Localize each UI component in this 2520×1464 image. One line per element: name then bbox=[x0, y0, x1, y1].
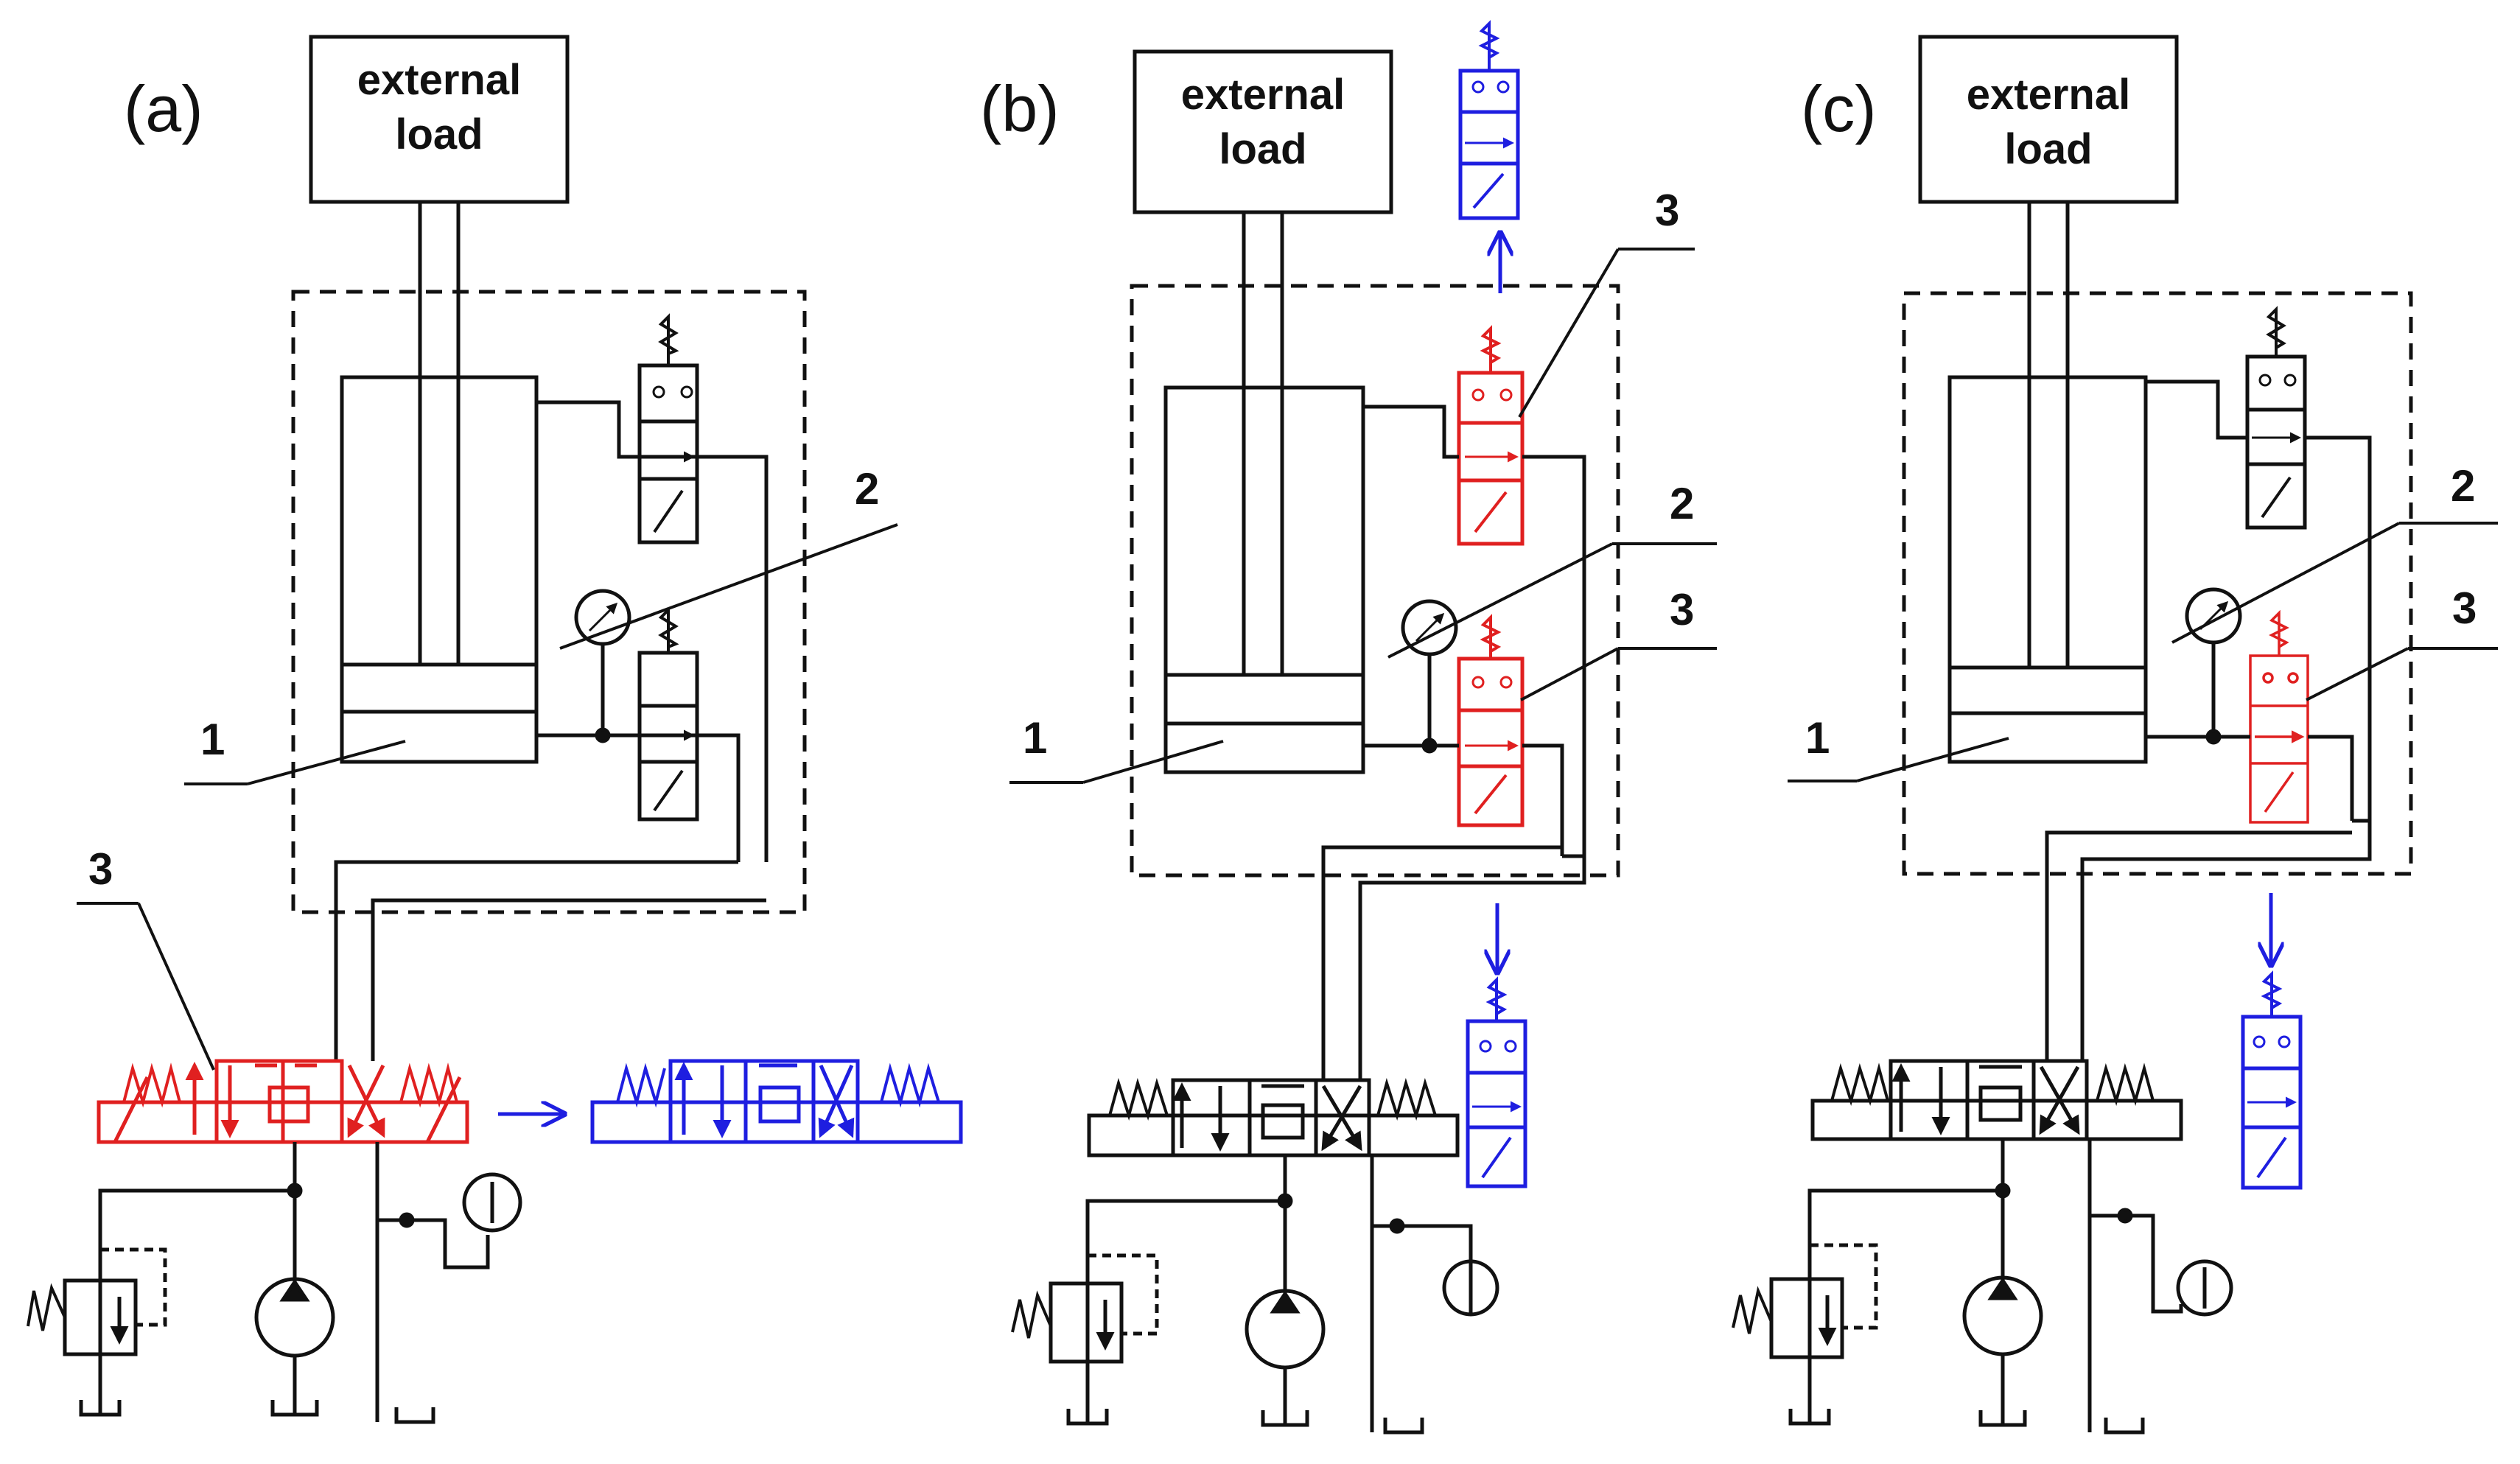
hydraulic-cylinder bbox=[340, 375, 539, 764]
supply-lines bbox=[2045, 821, 2372, 1061]
external-load-text-2: load bbox=[395, 111, 483, 158]
external-load-text-1: external bbox=[357, 56, 521, 104]
piston-rod bbox=[1242, 212, 1284, 675]
dashed-enclosure bbox=[291, 290, 807, 914]
dashed-enclosure bbox=[1902, 291, 2413, 876]
external-load-text-1: external bbox=[1181, 71, 1345, 119]
solenoid-valve-bottom-red bbox=[2249, 609, 2309, 824]
callout-1: 1 bbox=[200, 715, 225, 764]
solenoid-valve-bottom-red bbox=[1457, 614, 1525, 827]
pressure-gauge: 2 bbox=[2171, 461, 2498, 745]
piston-callout: 1 bbox=[1009, 713, 1224, 784]
pressure-gauge: 2 bbox=[1387, 479, 1717, 754]
pump-and-tanks bbox=[27, 1142, 522, 1424]
external-load-text-2: load bbox=[2004, 125, 2092, 173]
callout-1: 1 bbox=[1805, 713, 1830, 763]
pump-and-tanks bbox=[1732, 1139, 2233, 1435]
supply-lines bbox=[1321, 845, 1586, 1080]
directional-valve-red bbox=[97, 1059, 469, 1144]
hydraulic-cylinder bbox=[1947, 375, 2148, 764]
valve-callout: 3 bbox=[77, 844, 215, 1071]
valve-callout-bottom: 3 bbox=[1520, 585, 1717, 701]
panel-label: (b) bbox=[980, 72, 1060, 145]
callout-3: 3 bbox=[88, 844, 113, 894]
callout-1: 1 bbox=[1023, 713, 1047, 763]
valve-callout: 3 bbox=[2306, 584, 2498, 701]
external-load-box: external load bbox=[1133, 49, 1393, 214]
blue-valve-top bbox=[1458, 20, 1520, 293]
solenoid-valve-top bbox=[536, 313, 769, 862]
piston-rod bbox=[418, 202, 461, 665]
directional-valve-blue bbox=[590, 1059, 963, 1144]
relief-valve bbox=[1769, 1277, 1844, 1359]
callout-2: 2 bbox=[2451, 461, 2475, 511]
valve-callout-top: 3 bbox=[1518, 186, 1695, 418]
callout-3: 3 bbox=[1670, 585, 1694, 634]
pump-and-tanks bbox=[1011, 1155, 1499, 1435]
supply-lines bbox=[334, 860, 766, 1061]
solenoid-valve-top-red bbox=[1457, 325, 1525, 546]
solenoid-valve-bottom bbox=[536, 606, 741, 862]
panel-label: (c) bbox=[1801, 72, 1877, 145]
piston-callout: 1 bbox=[184, 715, 406, 785]
external-load-box: external load bbox=[1918, 35, 2179, 204]
panel-c: (c) external load bbox=[1732, 35, 2498, 1435]
accumulator bbox=[462, 1172, 522, 1233]
callout-2: 2 bbox=[855, 464, 879, 514]
piston-rod bbox=[2027, 202, 2070, 668]
piston-callout: 1 bbox=[1788, 713, 2009, 782]
dashed-enclosure bbox=[1130, 284, 1620, 878]
external-load-box: external load bbox=[309, 35, 570, 204]
panel-label: (a) bbox=[124, 72, 203, 145]
callout-3: 3 bbox=[2452, 584, 2477, 633]
accumulator bbox=[1442, 1259, 1499, 1317]
callout-3: 3 bbox=[1655, 186, 1679, 235]
panel-a: (a) external load bbox=[27, 35, 963, 1424]
panel-b: (b) external load bbox=[980, 20, 1717, 1435]
blue-valve-bottom bbox=[1466, 903, 1527, 1188]
external-load-text-2: load bbox=[1219, 125, 1306, 173]
hydraulic-cylinder bbox=[1163, 385, 1365, 774]
pressure-gauge: 2 bbox=[559, 464, 898, 743]
directional-valve bbox=[1810, 1059, 2183, 1141]
directional-valve bbox=[1087, 1077, 1460, 1157]
callout-2: 2 bbox=[1670, 479, 1694, 528]
external-load-text-1: external bbox=[1967, 71, 2130, 119]
blue-valve bbox=[2241, 893, 2303, 1190]
solenoid-valve-top bbox=[2146, 306, 2372, 823]
accumulator bbox=[2176, 1259, 2233, 1317]
